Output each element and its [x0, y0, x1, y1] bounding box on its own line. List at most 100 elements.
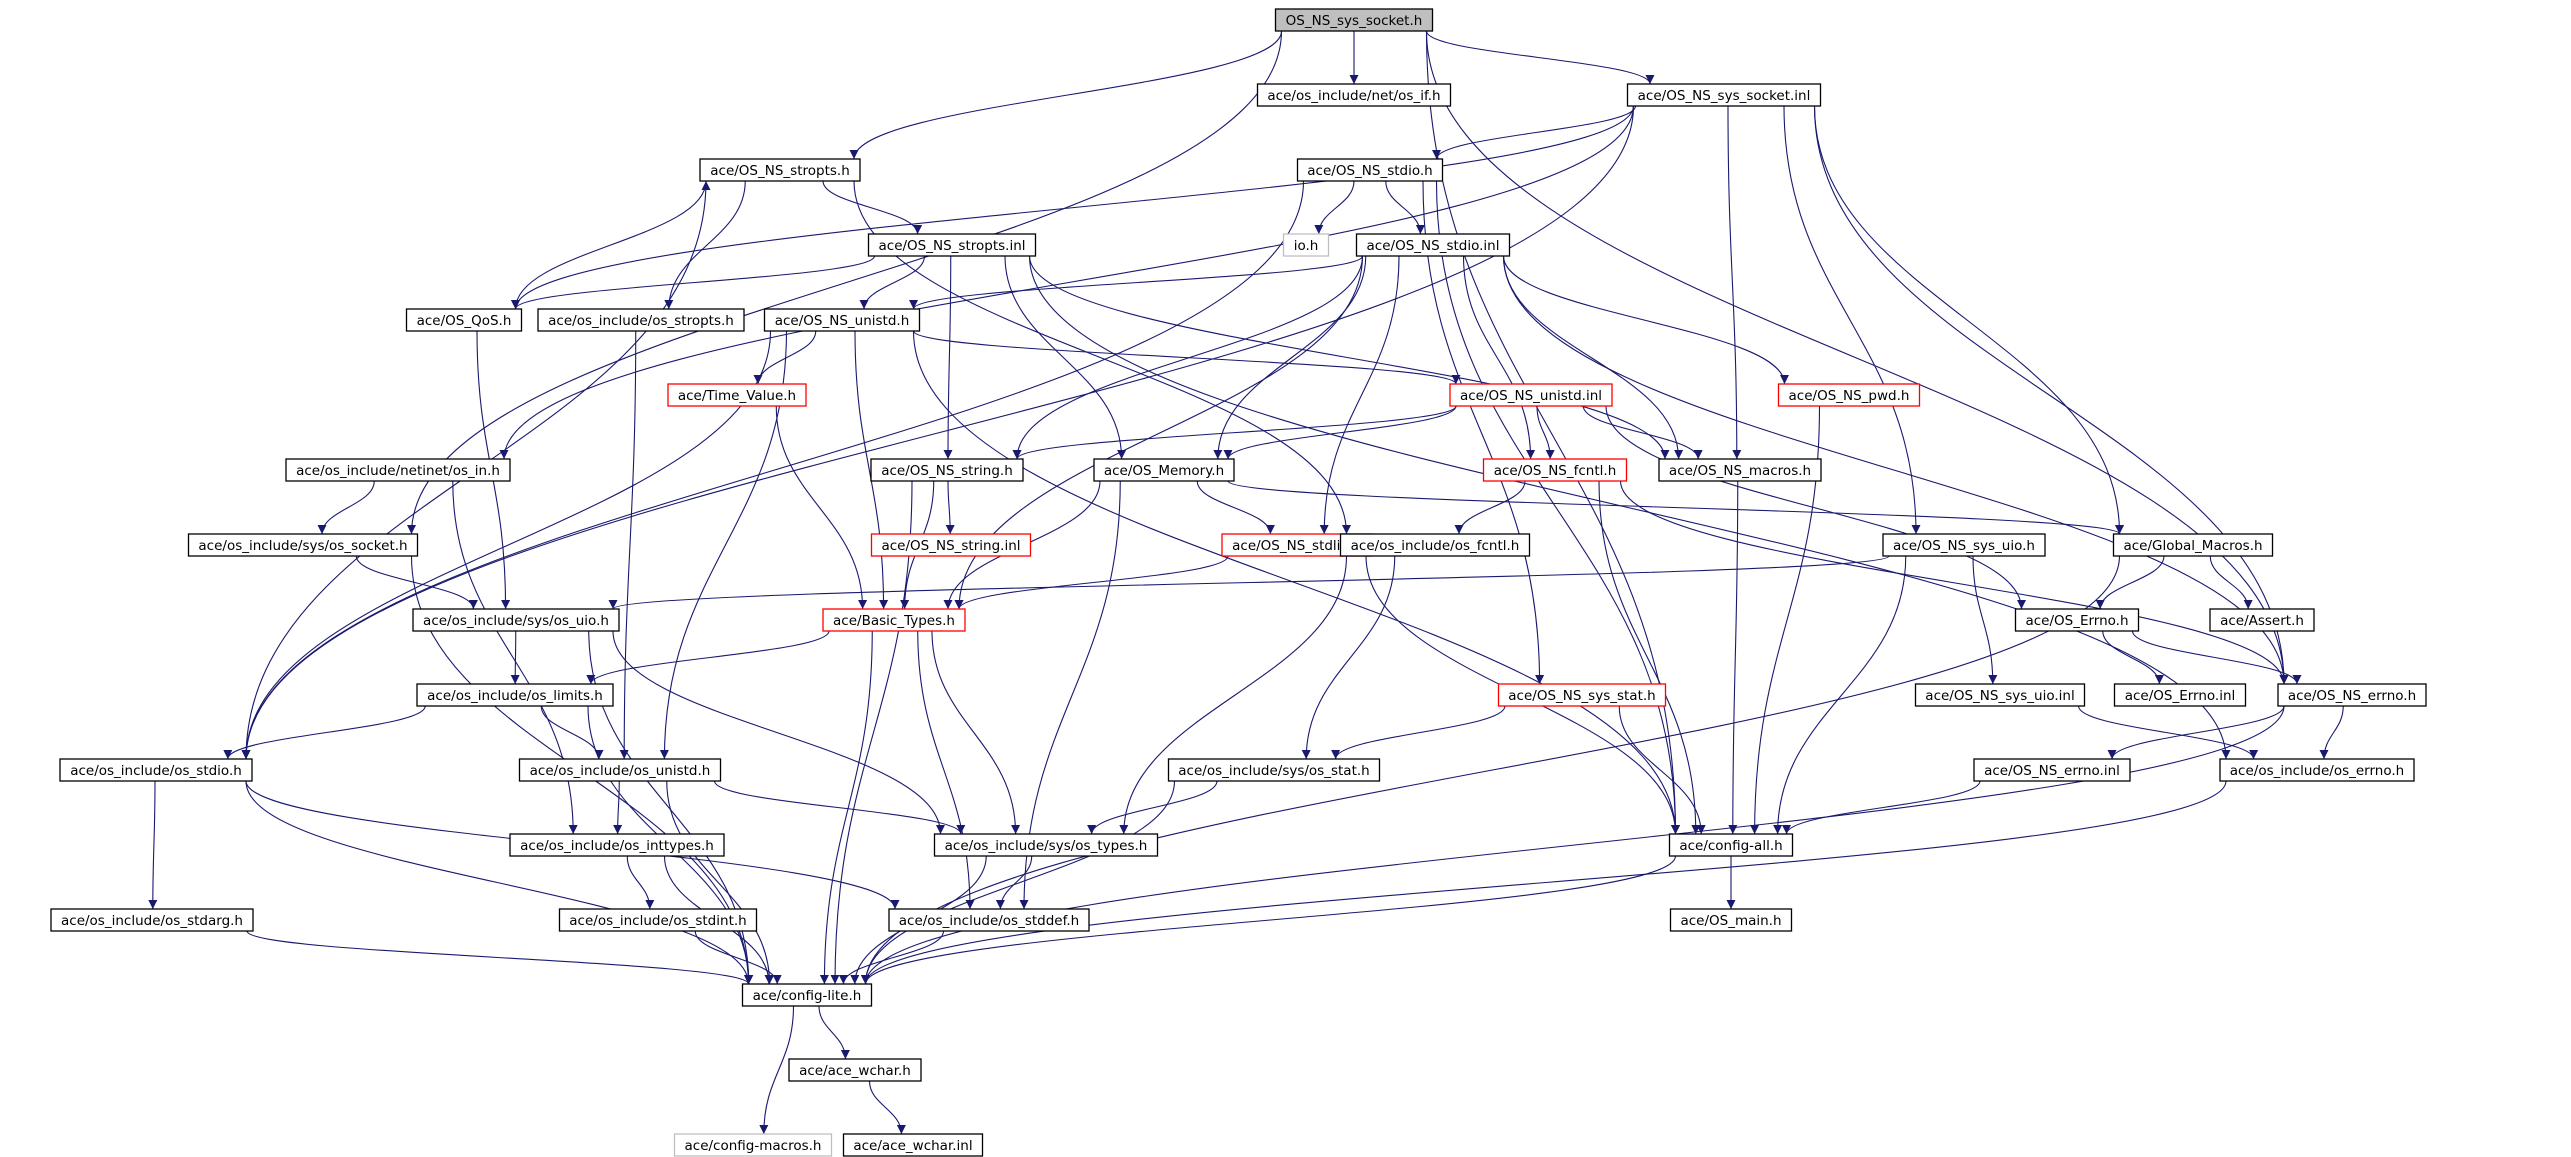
- graph-node-ace-os-ns-stdio-inl[interactable]: ace/OS_NS_stdio.inl: [1355, 233, 1511, 257]
- graph-node-ace-os-errno-inl[interactable]: ace/OS_Errno.inl: [2113, 683, 2247, 707]
- node-label: ace/OS_NS_stdio.h: [1307, 163, 1432, 179]
- graph-node-ace-os-include-netinet-os-in-h[interactable]: ace/os_include/netinet/os_in.h: [285, 458, 511, 482]
- edge-sock_inl-to-qos_h: [511, 105, 1635, 310]
- graph-node-ace-os-ns-errno-h[interactable]: ace/OS_NS_errno.h: [2277, 683, 2427, 707]
- graph-node-ace-os-qos-h[interactable]: ace/OS_QoS.h: [405, 308, 523, 332]
- node-label: ace/OS_QoS.h: [417, 313, 512, 329]
- edge-sock_inl-to-stdio_h: [1432, 105, 1637, 160]
- node-box: [1449, 383, 1613, 407]
- graph-node-io-h: io.h: [1282, 233, 1330, 257]
- graph-node-ace-os-include-os-fcntl-h[interactable]: ace/os_include/os_fcntl.h: [1339, 533, 1531, 557]
- graph-node-ace-os-ns-errno-inl[interactable]: ace/OS_NS_errno.inl: [1973, 758, 2131, 782]
- graph-node-ace-ace-wchar-inl[interactable]: ace/ace_wchar.inl: [842, 1133, 984, 1157]
- graph-node-ace-os-errno-h[interactable]: ace/OS_Errno.h: [2014, 608, 2140, 632]
- node-label: ace/OS_NS_fcntl.h: [1494, 463, 1617, 479]
- graph-node-ace-os-include-sys-os-stat-h[interactable]: ace/os_include/sys/os_stat.h: [1167, 758, 1381, 782]
- graph-node-ace-os-ns-stropts-h[interactable]: ace/OS_NS_stropts.h: [699, 158, 861, 182]
- edge-memory_h-to-global_macros: [1227, 480, 2124, 535]
- graph-node-ace-os-ns-unistd-h[interactable]: ace/OS_NS_unistd.h: [763, 308, 921, 332]
- edge-os_stdio-to-stdarg: [148, 780, 158, 910]
- node-box: [537, 308, 745, 332]
- node-label: ace/os_include/net/os_if.h: [1267, 88, 1440, 104]
- graph-node-ace-os-ns-stdlib-h[interactable]: ace/OS_NS_stdlib.h: [1221, 533, 1373, 557]
- edge-stropts_inl-to-qos_h: [511, 255, 876, 310]
- graph-node-ace-os-ns-pwd-h[interactable]: ace/OS_NS_pwd.h: [1777, 383, 1921, 407]
- edge-stdio_inl-to-pwd_h: [1502, 255, 1789, 385]
- graph-node-ace-config-all-h[interactable]: ace/config-all.h: [1668, 833, 1794, 857]
- graph-node-ace-os-ns-fcntl-h[interactable]: ace/OS_NS_fcntl.h: [1482, 458, 1628, 482]
- node-label: ace/os_include/os_unistd.h: [530, 763, 711, 779]
- node-box: [1777, 383, 1921, 407]
- graph-node-ace-os-include-os-stdint-h[interactable]: ace/os_include/os_stdint.h: [558, 908, 758, 932]
- graph-node-ace-config-lite-h[interactable]: ace/config-lite.h: [741, 983, 873, 1007]
- node-box: [2112, 533, 2274, 557]
- edge-inttypes-to-stdint: [626, 855, 655, 910]
- edge-netinet_in-to-sys_socket: [317, 480, 375, 535]
- graph-node-os-ns-sys-socket-h[interactable]: OS_NS_sys_socket.h: [1274, 8, 1434, 32]
- graph-node-ace-os-include-os-limits-h[interactable]: ace/os_include/os_limits.h: [416, 683, 614, 707]
- edge-stdarg-to-config_lite: [246, 930, 753, 985]
- edge-string_h-to-config_lite: [830, 480, 913, 985]
- edge-unistd_h-to-unistd_inl: [912, 330, 1461, 385]
- graph-node-ace-os-include-os-unistd-h[interactable]: ace/os_include/os_unistd.h: [518, 758, 722, 782]
- graph-node-ace-os-include-sys-os-types-h[interactable]: ace/os_include/sys/os_types.h: [933, 833, 1159, 857]
- graph-node-ace-os-ns-sys-uio-inl[interactable]: ace/OS_NS_sys_uio.inl: [1914, 683, 2086, 707]
- node-label: ace/os_include/os_stdio.h: [70, 763, 242, 779]
- graph-node-ace-os-include-net-os-if-h[interactable]: ace/os_include/net/os_if.h: [1256, 83, 1452, 107]
- node-box: [558, 908, 758, 932]
- graph-node-ace-os-ns-sys-uio-h[interactable]: ace/OS_NS_sys_uio.h: [1882, 533, 2046, 557]
- node-box: [2277, 683, 2427, 707]
- node-label: ace/Basic_Types.h: [833, 613, 955, 629]
- node-label: io.h: [1294, 238, 1319, 254]
- node-box: [1668, 833, 1794, 857]
- graph-node-ace-os-include-sys-os-uio-h[interactable]: ace/os_include/sys/os_uio.h: [412, 608, 620, 632]
- graph-node-ace-os-ns-stropts-inl[interactable]: ace/OS_NS_stropts.inl: [867, 233, 1037, 257]
- node-label: ace/OS_NS_sys_uio.h: [1893, 538, 2035, 554]
- graph-node-ace-os-include-os-stdarg-h[interactable]: ace/os_include/os_stdarg.h: [50, 908, 254, 932]
- graph-node-ace-basic-types-h[interactable]: ace/Basic_Types.h: [822, 608, 966, 632]
- graph-node-ace-os-include-os-stdio-h[interactable]: ace/os_include/os_stdio.h: [59, 758, 253, 782]
- edge-fcntl_h-to-os_fcntl: [1454, 480, 1526, 535]
- graph-node-ace-global-macros-h[interactable]: ace/Global_Macros.h: [2112, 533, 2274, 557]
- graph-node-ace-assert-h[interactable]: ace/Assert.h: [2209, 608, 2315, 632]
- node-box: [412, 608, 620, 632]
- node-label: ace/OS_NS_pwd.h: [1789, 388, 1910, 404]
- node-label: ace/os_include/os_stdint.h: [569, 913, 746, 929]
- edge-stdio_h-to-io_h: [1314, 180, 1355, 235]
- node-label: ace/OS_Memory.h: [1104, 463, 1224, 479]
- edge-sys_os_uio-to-sys_types: [612, 630, 945, 835]
- graph-node-ace-os-main-h[interactable]: ace/OS_main.h: [1669, 908, 1793, 932]
- graph-node-ace-os-include-os-stddef-h[interactable]: ace/os_include/os_stddef.h: [888, 908, 1090, 932]
- edge-sock_inl-to-global_macros: [1813, 105, 2124, 535]
- graph-node-ace-time-value-h[interactable]: ace/Time_Value.h: [667, 383, 807, 407]
- edge-os_limits-to-os_stdio: [223, 705, 426, 760]
- edge-os_unistd-to-inttypes: [613, 780, 623, 835]
- graph-node-ace-os-include-os-stropts-h[interactable]: ace/os_include/os_stropts.h: [537, 308, 745, 332]
- edge-time_value-to-basic_types: [775, 405, 868, 610]
- edge-ns_errno_h-to-ns_errno_inl: [2107, 705, 2285, 760]
- graph-node-ace-os-include-os-errno-h[interactable]: ace/os_include/os_errno.h: [2219, 758, 2415, 782]
- graph-node-ace-os-include-sys-os-socket-h[interactable]: ace/os_include/sys/os_socket.h: [187, 533, 419, 557]
- node-label: ace/config-all.h: [1679, 838, 1782, 854]
- graph-node-ace-os-ns-sys-stat-h[interactable]: ace/OS_NS_sys_stat.h: [1497, 683, 1667, 707]
- graph-node-ace-os-ns-stdio-h[interactable]: ace/OS_NS_stdio.h: [1296, 158, 1444, 182]
- node-label: ace/OS_NS_sys_socket.inl: [1638, 88, 1811, 104]
- node-label: ace/os_include/os_errno.h: [2230, 763, 2404, 779]
- edge-os_errno_h-to-ns_errno_h: [2131, 630, 2302, 685]
- node-box: [1914, 683, 2086, 707]
- graph-node-ace-os-ns-string-inl[interactable]: ace/OS_NS_string.inl: [870, 533, 1032, 557]
- graph-node-ace-os-ns-macros-h[interactable]: ace/OS_NS_macros.h: [1658, 458, 1822, 482]
- node-box: [867, 233, 1037, 257]
- graph-node-ace-os-ns-unistd-inl[interactable]: ace/OS_NS_unistd.inl: [1449, 383, 1613, 407]
- graph-node-ace-os-ns-string-h[interactable]: ace/OS_NS_string.h: [870, 458, 1024, 482]
- edge-root-to-stropts_h: [849, 30, 1283, 160]
- graph-node-ace-ace-wchar-h[interactable]: ace/ace_wchar.h: [788, 1058, 922, 1082]
- graph-node-ace-os-memory-h[interactable]: ace/OS_Memory.h: [1093, 458, 1235, 482]
- graph-node-ace-os-include-os-inttypes-h[interactable]: ace/os_include/os_inttypes.h: [509, 833, 725, 857]
- node-box: [1658, 458, 1822, 482]
- edge-os_limits-to-os_unistd: [540, 705, 604, 760]
- edge-root-to-sys_socket: [407, 30, 1283, 535]
- graph-node-ace-os-ns-sys-socket-inl[interactable]: ace/OS_NS_sys_socket.inl: [1626, 83, 1822, 107]
- edge-sys_uio_ns-to-sys_uio_inl: [1972, 555, 1998, 685]
- node-box: [870, 533, 1032, 557]
